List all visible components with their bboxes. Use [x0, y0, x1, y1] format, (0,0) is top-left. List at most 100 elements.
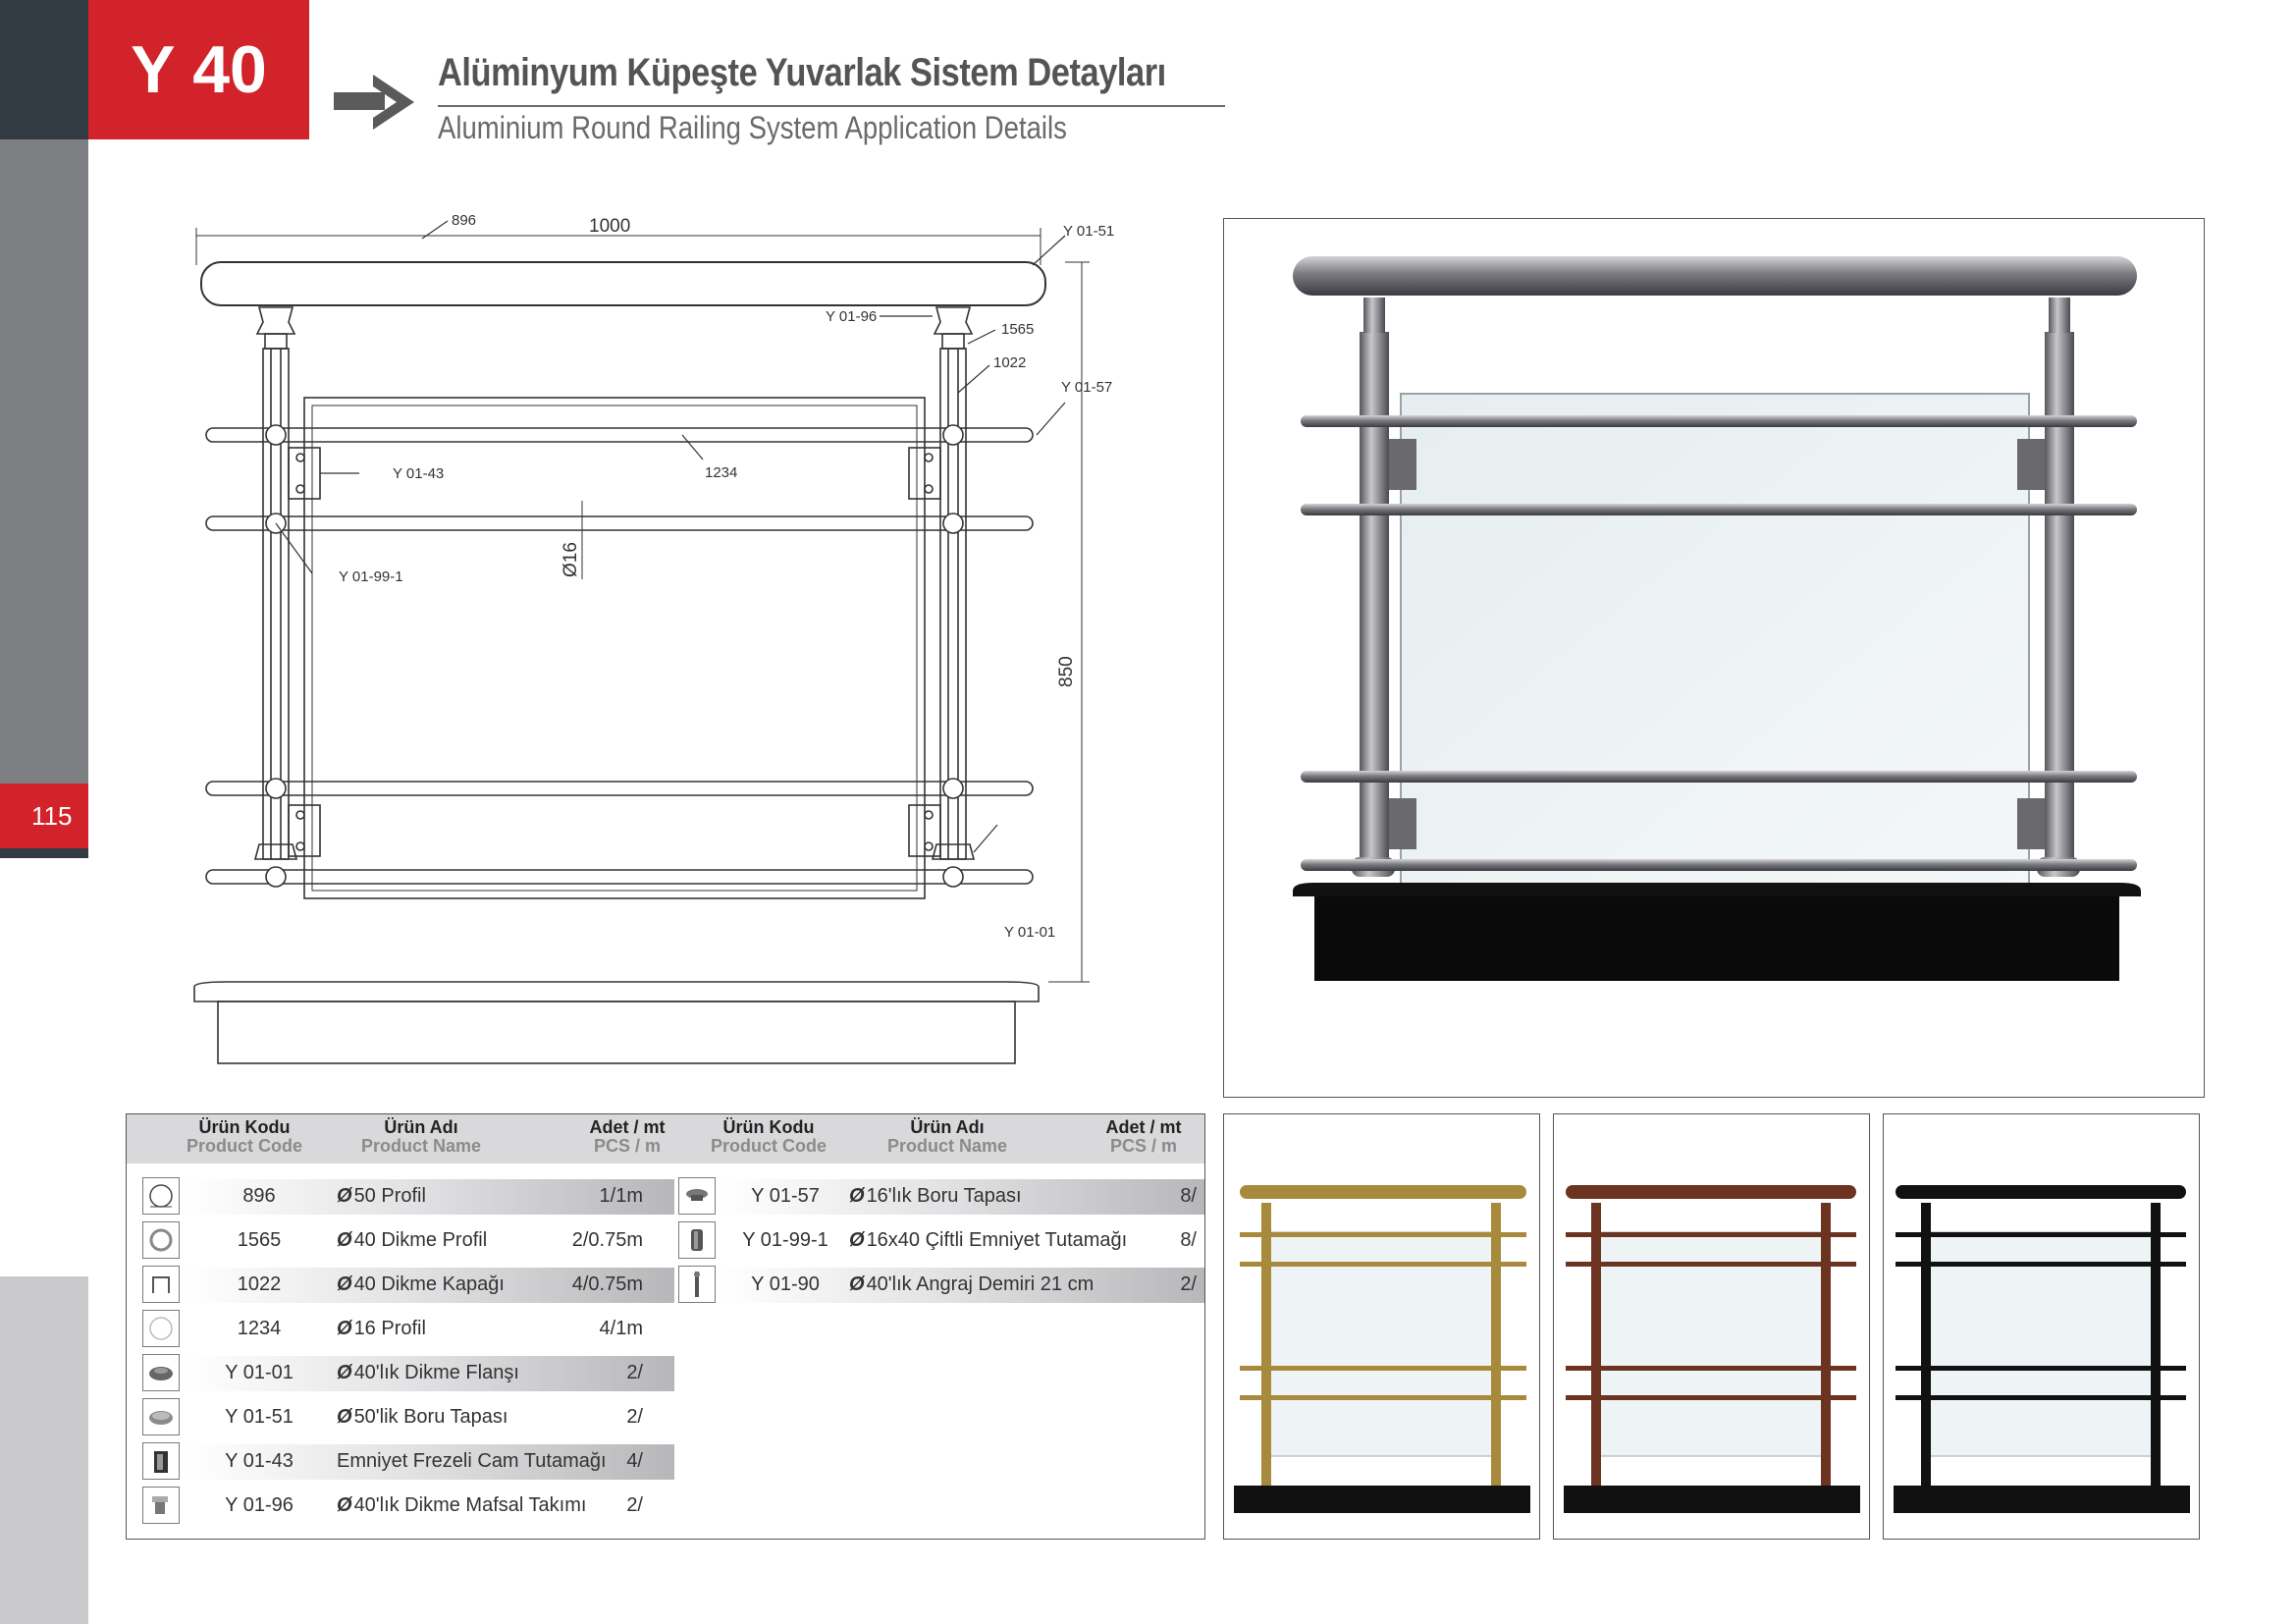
product-quantity: 2/: [1180, 1273, 1197, 1295]
label-y01-51: Y 01-51: [1063, 223, 1114, 240]
flange-icon: [142, 1354, 180, 1391]
header-code-tr: Ürün Kodu: [722, 1117, 815, 1137]
product-code: Y 01-90: [751, 1273, 820, 1295]
table-header: Ürün Kodu Product Code Ürün Adı Product …: [127, 1114, 1204, 1164]
sidebar-grey-block: [0, 139, 88, 784]
product-quantity: 2/: [626, 1494, 643, 1516]
gold-railing-image: [1234, 1185, 1530, 1513]
diameter-symbol: Ø: [337, 1273, 352, 1295]
diameter-symbol: Ø: [337, 1406, 352, 1428]
product-quantity: 8/: [1180, 1185, 1197, 1207]
round-profile-icon: [142, 1177, 180, 1215]
diameter-symbol: Ø: [337, 1229, 352, 1251]
dim-diameter-label: Ø16: [561, 542, 581, 577]
tube-cap-icon: [142, 1398, 180, 1435]
product-quantity: 4/1m: [599, 1318, 643, 1339]
product-code-badge: Y 40: [88, 0, 309, 139]
product-name-text: 40'lık Dikme Flanşı: [353, 1362, 519, 1383]
row-shading: [721, 1179, 1204, 1215]
dim-height-label: 850: [1056, 656, 1077, 687]
small-cap-icon: [678, 1177, 716, 1215]
label-y01-96: Y 01-96: [826, 308, 877, 325]
variant-thumb-brown: [1553, 1113, 1870, 1540]
variant-thumb-gold: [1223, 1113, 1540, 1540]
label-1022: 1022: [993, 354, 1026, 371]
product-name-text: 16'lık Boru Tapası: [866, 1185, 1022, 1207]
product-name-text: 16x40 Çiftli Emniyet Tutamağı: [866, 1229, 1128, 1251]
product-quantity: 2/0.75m: [571, 1229, 643, 1251]
product-name-text: 40 Dikme Profil: [353, 1229, 488, 1251]
diameter-symbol: Ø: [337, 1494, 352, 1516]
label-1565: 1565: [1001, 321, 1034, 338]
page-number: 115: [0, 784, 88, 848]
product-code: Y 01-57: [751, 1185, 820, 1207]
left-post: [253, 306, 298, 860]
horizontal-rods: [205, 427, 1034, 885]
header-name-en: Product Name: [886, 1136, 1008, 1156]
product-code: Y 01-43: [225, 1450, 294, 1472]
label-1234: 1234: [705, 464, 737, 481]
row-shading: [186, 1268, 674, 1303]
product-name-text: 40 Dikme Kapağı: [353, 1273, 505, 1295]
right-post: [931, 306, 976, 860]
header-code-en: Product Code: [710, 1136, 827, 1156]
header-code-right: Ürün Kodu Product Code: [690, 1118, 847, 1156]
table-row: Y 01-43 Emniyet Frezeli Cam Tutamağı 4/: [138, 1440, 674, 1480]
product-quantity: 4/0.75m: [571, 1273, 643, 1295]
header-name-tr: Ürün Adı: [910, 1117, 985, 1137]
product-quantity: 2/: [626, 1406, 643, 1428]
post-cover-icon: [142, 1266, 180, 1303]
product-code: 896: [242, 1185, 276, 1207]
product-code: 1565: [237, 1229, 282, 1251]
header-qty-right: Adet / mt PCS / m: [1083, 1118, 1204, 1156]
small-profile-icon: [142, 1310, 180, 1347]
page-tab-underline: [0, 848, 88, 858]
diameter-symbol: Ø: [337, 1362, 352, 1383]
product-code: 1022: [237, 1273, 282, 1295]
header-code-tr: Ürün Kodu: [198, 1117, 291, 1137]
diameter-symbol: Ø: [337, 1318, 352, 1339]
header-qty-en: PCS / m: [593, 1136, 662, 1156]
row-shading: [186, 1444, 674, 1480]
railing-render-image: [1293, 256, 2141, 981]
joint-set-icon: [142, 1487, 180, 1524]
header-code-en: Product Code: [186, 1136, 302, 1156]
technical-drawing: 1000 850: [193, 212, 1114, 1064]
glass-clamp-icon: [142, 1442, 180, 1480]
product-name-text: 16 Profil: [353, 1318, 426, 1339]
header-name-left: Ürün Adı Product Name: [343, 1118, 500, 1156]
diameter-symbol: Ø: [849, 1185, 865, 1207]
header-qty-tr: Adet / mt: [1105, 1117, 1182, 1137]
post-profile-icon: [142, 1221, 180, 1259]
product-quantity: 4/: [626, 1450, 643, 1472]
product-name-text: 50 Profil: [353, 1185, 426, 1207]
diameter-symbol: Ø: [849, 1229, 865, 1251]
product-code: Y 01-51: [225, 1406, 294, 1428]
header-name-en: Product Name: [360, 1136, 482, 1156]
header-qty-left: Adet / mt PCS / m: [566, 1118, 688, 1156]
product-code: Y 01-96: [225, 1494, 294, 1516]
label-y01-43: Y 01-43: [393, 465, 444, 482]
brown-railing-image: [1564, 1185, 1860, 1513]
variant-thumb-black: [1883, 1113, 2200, 1540]
arrow-right-icon: [334, 75, 414, 130]
railing-render: [1223, 218, 2205, 1098]
header-qty-tr: Adet / mt: [589, 1117, 666, 1137]
header-code-left: Ürün Kodu Product Code: [166, 1118, 323, 1156]
product-quantity: 2/: [626, 1362, 643, 1383]
product-name: Emniyet Frezeli Cam Tutamağı: [337, 1450, 607, 1473]
